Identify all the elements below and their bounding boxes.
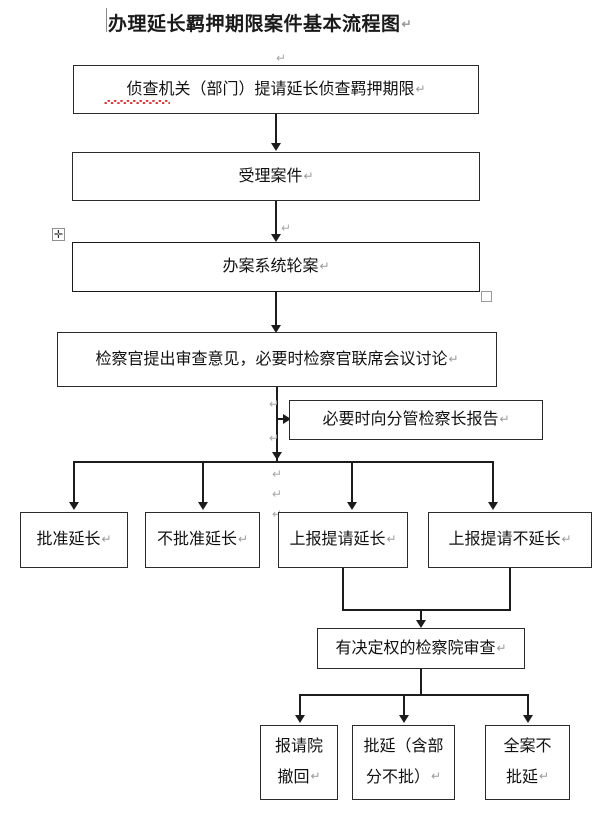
paragraph-mark-icon: ↵ (561, 532, 572, 547)
flow-node-prosecutor-opinion[interactable]: 检察官提出审查意见，必要时检察官联席会议讨论↵ (57, 332, 497, 387)
connector-line (420, 609, 422, 622)
connector-line (509, 568, 511, 610)
flow-node-label: 上报提请不延长 (448, 531, 561, 549)
paragraph-mark-icon: ↵ (401, 17, 413, 31)
flow-node-authorized-procuratorate-review[interactable]: 有决定权的检察院审查↵ (317, 628, 525, 669)
connector-arrow-icon (69, 502, 79, 510)
flow-node-label: 侦查机关（部门）提请延长侦查羁押期限 (126, 80, 415, 98)
flow-node-label-line2: 撤回↵ (277, 768, 321, 786)
connector-arrow-icon (272, 452, 282, 460)
connector-line (351, 461, 353, 504)
flow-node-request-withdrawal[interactable]: 报请院 撤回↵ (260, 725, 338, 800)
flow-node-escalate-request-extension[interactable]: 上报提请延长↵ (278, 512, 408, 568)
flow-node-label: 有决定权的检察院审查 (335, 639, 496, 657)
paragraph-mark-icon: ↵ (272, 487, 283, 501)
connector-line (73, 461, 75, 504)
flow-node-label-line2: 批延↵ (505, 768, 550, 786)
connector-line (403, 694, 405, 716)
flow-node-label-line2: 分不批）↵ (365, 768, 442, 786)
flow-node-label: 受理案件 (238, 167, 303, 185)
flow-node-label: 必要时向分管检察长报告 (322, 411, 499, 429)
flow-node-label: 办案系统轮案 (222, 258, 319, 276)
connector-line (275, 114, 277, 144)
connector-line (275, 292, 277, 326)
paragraph-mark-icon: ↵ (319, 259, 330, 274)
page-title-text: 办理延长羁押期限案件基本流程图 (108, 14, 401, 35)
paragraph-mark-icon: ↵ (499, 412, 510, 427)
flow-node-label: 不批准延长 (156, 531, 237, 549)
flow-node-deny-extension[interactable]: 不批准延长↵ (145, 512, 260, 568)
page-title: 办理延长羁押期限案件基本流程图↵ (108, 9, 412, 36)
flow-node-full-case-denial[interactable]: 全案不 批延↵ (485, 725, 570, 800)
paragraph-mark-icon: ↵ (269, 397, 280, 411)
table-move-handle-icon[interactable]: ✛ (52, 228, 65, 241)
flow-node-label: 检察官提出审查意见，必要时检察官联席会议讨论 (95, 350, 448, 368)
connector-bus-line (299, 694, 528, 696)
spellcheck-underline (104, 100, 170, 104)
flow-node-label-line1: 报请院 (274, 738, 323, 756)
flow-node-label: 批准延长 (36, 531, 101, 549)
connector-arrow-icon (347, 502, 357, 510)
flow-node-accept-case[interactable]: 受理案件↵ (72, 152, 480, 201)
connector-arrow-icon (488, 502, 498, 510)
table-resize-handle[interactable] (481, 291, 492, 302)
paragraph-mark-icon: ↵ (276, 51, 287, 65)
connector-arrow-icon (523, 715, 533, 723)
paragraph-mark-icon: ↵ (386, 532, 397, 547)
connector-line (342, 609, 511, 611)
connector-arrow-icon (198, 502, 208, 510)
paragraph-mark-icon: ↵ (272, 467, 283, 481)
flow-node-label-line1: 批延（含部 (363, 738, 444, 756)
flow-node-partial-approval[interactable]: 批延（含部 分不批）↵ (352, 725, 455, 800)
connector-line (202, 461, 204, 504)
paragraph-mark-icon: ↵ (237, 532, 249, 547)
flow-node-label: 上报提请延长 (289, 531, 386, 549)
flow-node-request-extension[interactable]: 侦查机关（部门）提请延长侦查羁押期限↵ (73, 65, 479, 114)
connector-line (342, 568, 344, 610)
flow-node-approve-extension[interactable]: 批准延长↵ (20, 512, 128, 568)
connector-arrow-icon (271, 325, 281, 333)
connector-arrow-icon (283, 414, 291, 424)
paragraph-mark-icon: ↵ (538, 768, 550, 783)
connector-bus-line (73, 461, 493, 463)
connector-line (299, 694, 301, 716)
connector-arrow-icon (416, 620, 426, 628)
flow-node-label-line1: 全案不 (503, 738, 552, 756)
connector-arrow-icon (271, 143, 281, 151)
paragraph-mark-icon: ↵ (496, 640, 507, 655)
paragraph-mark-icon: ↵ (415, 81, 426, 96)
flow-node-escalate-request-no-extension[interactable]: 上报提请不延长↵ (428, 512, 592, 568)
connector-arrow-icon (271, 234, 281, 242)
connector-line (420, 669, 422, 695)
connector-arrow-icon (295, 715, 305, 723)
flow-node-case-system-assignment[interactable]: 办案系统轮案↵ (72, 242, 480, 292)
paragraph-mark-icon: ↵ (269, 431, 280, 445)
connector-line (275, 201, 277, 235)
text-cursor (106, 8, 107, 32)
paragraph-mark-icon: ↵ (272, 508, 282, 520)
paragraph-mark-icon: ↵ (310, 768, 321, 783)
connector-line (276, 387, 278, 462)
connector-line (492, 461, 494, 504)
paragraph-mark-icon: ↵ (281, 221, 292, 235)
paragraph-mark-icon: ↵ (303, 168, 314, 183)
flow-node-report-to-chief-prosecutor[interactable]: 必要时向分管检察长报告↵ (289, 400, 543, 440)
connector-line (527, 694, 529, 716)
paragraph-mark-icon: ↵ (430, 768, 442, 783)
connector-arrow-icon (399, 715, 409, 723)
paragraph-mark-icon: ↵ (101, 532, 112, 547)
move-cross-icon: ✛ (53, 228, 64, 241)
paragraph-mark-icon: ↵ (448, 351, 459, 366)
